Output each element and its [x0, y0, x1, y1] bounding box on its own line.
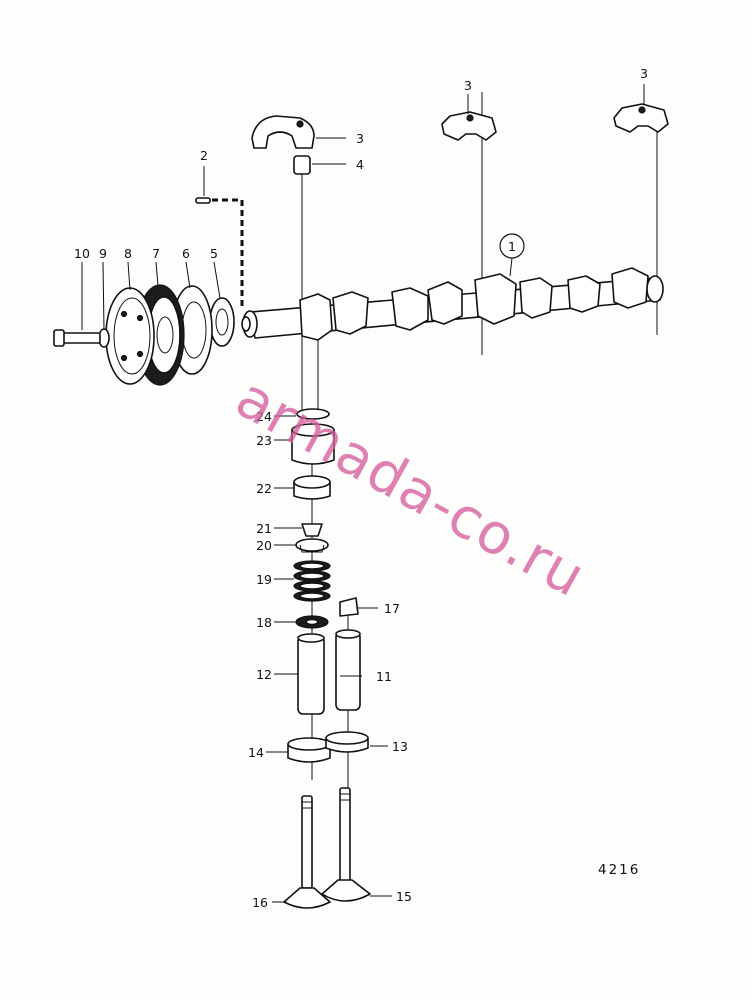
callout-labels: 1 2 3 3 3 4 5 6 7 8 9 10 11 12 13 14 15 …	[74, 66, 648, 910]
callout-1-circle	[499, 233, 525, 259]
callout-15: 15	[396, 889, 412, 904]
leader-lines	[81, 84, 645, 903]
callout-17: 17	[384, 601, 400, 616]
pulley-8	[105, 287, 155, 385]
bearing-cap-right	[613, 103, 669, 133]
callout-11: 11	[376, 669, 392, 684]
valve-guide-12	[297, 633, 325, 715]
callout-22: 22	[256, 481, 272, 496]
valve-seat-14	[287, 737, 331, 763]
callout-3-left: 3	[356, 131, 364, 146]
camshaft	[241, 267, 664, 341]
callout-23: 23	[256, 433, 272, 448]
tappet-23	[291, 423, 335, 465]
callout-9: 9	[99, 246, 107, 261]
callout-7: 7	[152, 246, 160, 261]
callout-5: 5	[210, 246, 218, 261]
bearing-cap-center	[441, 111, 497, 141]
callout-13: 13	[392, 739, 408, 754]
callout-4: 4	[356, 157, 364, 172]
bolt-10	[53, 329, 101, 347]
spring-seat-18	[295, 615, 329, 629]
shim-24	[296, 408, 330, 420]
callout-21: 21	[256, 521, 272, 536]
callout-6: 6	[182, 246, 190, 261]
bush-4	[293, 155, 311, 175]
callout-18: 18	[256, 615, 272, 630]
callout-24: 24	[256, 409, 272, 424]
callout-20: 20	[256, 538, 272, 553]
pin-2	[195, 197, 244, 306]
valve-guide-11	[335, 629, 361, 711]
retainer-20	[295, 538, 329, 553]
valve-15	[321, 787, 371, 902]
callout-12: 12	[256, 667, 272, 682]
callout-1: 1	[508, 239, 516, 254]
valve-16	[283, 795, 331, 909]
callout-16: 16	[252, 895, 268, 910]
callout-19: 19	[256, 572, 272, 587]
callout-3-center: 3	[464, 78, 472, 93]
collet-21	[301, 523, 323, 537]
callout-8: 8	[124, 246, 132, 261]
drawing-number: 4216	[598, 862, 640, 878]
valve-seal-17	[339, 597, 359, 617]
valve-seat-13	[325, 731, 369, 753]
seal-ring-5	[209, 297, 235, 347]
callout-14: 14	[248, 745, 264, 760]
callout-3-right: 3	[640, 66, 648, 81]
callout-2: 2	[200, 148, 208, 163]
callout-10: 10	[74, 246, 90, 261]
spring-19	[293, 560, 331, 602]
seal-22	[293, 475, 331, 500]
bearing-cap-left	[251, 115, 315, 149]
